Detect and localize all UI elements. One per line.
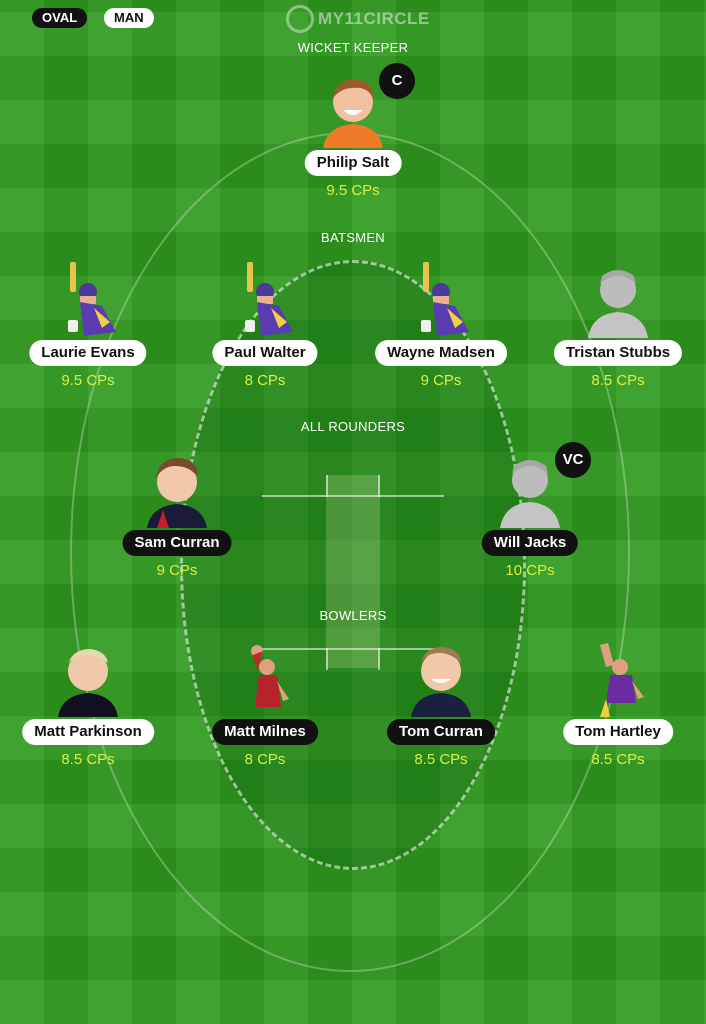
- player-name: Philip Salt: [304, 150, 402, 176]
- player-credits: 8 CPs: [244, 372, 286, 389]
- section-label-wicket-keeper: WICKET KEEPER: [297, 40, 409, 55]
- vice-captain-badge: VC: [555, 442, 591, 478]
- return-crease-left-bottom: [326, 648, 328, 670]
- logo-text: MY11CIRCLE: [318, 9, 430, 28]
- player-credits: 9 CPs: [156, 562, 198, 579]
- player-credits: 10 CPs: [505, 562, 555, 579]
- player-card-paul-walter[interactable]: Paul Walter 8 CPs: [180, 262, 350, 412]
- player-photo-icon: [403, 641, 479, 717]
- player-card-wayne-madsen[interactable]: Wayne Madsen 9 CPs: [356, 262, 526, 412]
- player-name: Laurie Evans: [29, 340, 147, 366]
- player-card-philip-salt[interactable]: Philip Salt 9.5 CPs: [268, 72, 438, 222]
- player-card-laurie-evans[interactable]: Laurie Evans 9.5 CPs: [3, 262, 173, 412]
- popping-crease-bottom: [262, 648, 444, 650]
- player-credits: 9.5 CPs: [61, 372, 115, 389]
- batsman-icon: [50, 262, 126, 338]
- logo-icon: [286, 5, 314, 33]
- popping-crease-top: [262, 495, 444, 497]
- player-name: Matt Parkinson: [22, 719, 154, 745]
- player-card-sam-curran[interactable]: Sam Curran 9 CPs: [92, 452, 262, 602]
- player-card-matt-milnes[interactable]: Matt Milnes 8 CPs: [180, 641, 350, 791]
- captain-badge: C: [379, 63, 415, 99]
- player-name: Wayne Madsen: [375, 340, 507, 366]
- player-credits: 9 CPs: [420, 372, 462, 389]
- player-name: Tom Hartley: [563, 719, 673, 745]
- brand-logo: MY11CIRCLE: [286, 4, 430, 34]
- player-name: Matt Milnes: [212, 719, 318, 745]
- player-card-will-jacks[interactable]: Will Jacks 10 CPs: [445, 452, 615, 602]
- bowler-icon: [227, 641, 303, 717]
- player-card-tristan-stubbs[interactable]: Tristan Stubbs 8.5 CPs: [533, 262, 703, 412]
- return-crease-right-bottom: [378, 648, 380, 670]
- player-credits: 8.5 CPs: [61, 751, 115, 768]
- pitch: [326, 475, 380, 668]
- section-label-bowlers: BOWLERS: [319, 608, 387, 623]
- team-tag-oval: OVAL: [32, 8, 88, 28]
- bowler-icon: [580, 641, 656, 717]
- player-credits: 8.5 CPs: [591, 751, 645, 768]
- player-card-matt-parkinson[interactable]: Matt Parkinson 8.5 CPs: [3, 641, 173, 791]
- silhouette-icon: [580, 262, 656, 338]
- player-name: Will Jacks: [481, 530, 579, 556]
- player-card-tom-curran[interactable]: Tom Curran 8.5 CPs: [356, 641, 526, 791]
- player-name: Tom Curran: [387, 719, 495, 745]
- player-name: Tristan Stubbs: [553, 340, 683, 366]
- section-label-all-rounders: ALL ROUNDERS: [300, 419, 406, 434]
- return-crease-right-top: [378, 475, 380, 497]
- player-photo-icon: [50, 641, 126, 717]
- return-crease-left-top: [326, 475, 328, 497]
- player-credits: 8.5 CPs: [591, 372, 645, 389]
- player-card-tom-hartley[interactable]: Tom Hartley 8.5 CPs: [533, 641, 703, 791]
- player-credits: 9.5 CPs: [326, 182, 380, 199]
- batsman-icon: [227, 262, 303, 338]
- batsman-icon: [403, 262, 479, 338]
- player-name: Paul Walter: [212, 340, 318, 366]
- player-credits: 8 CPs: [244, 751, 286, 768]
- player-photo-icon: [139, 452, 215, 528]
- player-name: Sam Curran: [122, 530, 232, 556]
- player-credits: 8.5 CPs: [414, 751, 468, 768]
- team-tag-man: MAN: [104, 8, 154, 28]
- section-label-batsmen: BATSMEN: [321, 230, 385, 245]
